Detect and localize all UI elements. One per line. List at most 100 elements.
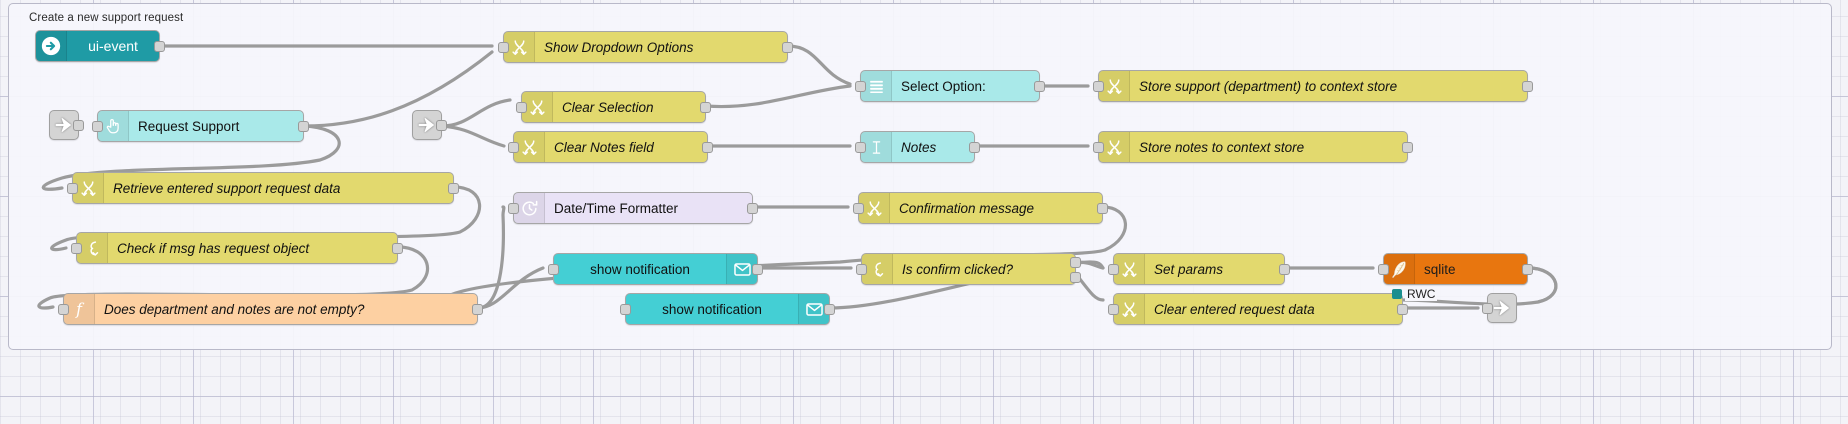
change-icon (1099, 71, 1130, 101)
link-in-icon (416, 114, 438, 136)
input-port[interactable] (92, 121, 103, 132)
svg-text:f: f (75, 300, 85, 318)
output-port[interactable] (1279, 264, 1290, 275)
output-port[interactable] (700, 102, 711, 113)
output-port[interactable] (392, 243, 403, 254)
node-check-request[interactable]: Check if msg has request object (71, 232, 403, 264)
node-select-option[interactable]: Select Option: (855, 70, 1045, 102)
arrow-right-circle-icon (36, 31, 67, 61)
node-link-out-1[interactable] (1482, 293, 1517, 323)
input-port[interactable] (548, 264, 559, 275)
output-port[interactable] (747, 203, 758, 214)
node-label: Clear Notes field (554, 139, 654, 155)
output-port[interactable] (1070, 272, 1081, 283)
node-clear-notes[interactable]: Clear Notes field (508, 131, 713, 163)
input-port[interactable] (67, 183, 78, 194)
node-notes[interactable]: Notes (855, 131, 980, 163)
node-link-in-2[interactable] (412, 110, 447, 140)
output-port[interactable] (73, 120, 84, 131)
node-label: sqlite (1424, 261, 1456, 277)
node-clear-selection[interactable]: Clear Selection (516, 91, 711, 123)
input-port[interactable] (1108, 304, 1119, 315)
node-show-dropdown[interactable]: Show Dropdown Options (498, 31, 793, 63)
node-confirm-message[interactable]: Confirmation message (853, 192, 1108, 224)
input-port[interactable] (856, 264, 867, 275)
function-icon: f (64, 294, 95, 324)
node-link-in-1[interactable] (49, 110, 84, 140)
input-port[interactable] (1482, 303, 1493, 314)
node-label: Check if msg has request object (117, 240, 310, 256)
status-dot-icon (1392, 289, 1402, 299)
output-port[interactable] (1397, 304, 1408, 315)
input-port[interactable] (855, 81, 866, 92)
output-port[interactable] (1402, 142, 1413, 153)
output-port[interactable] (1522, 81, 1533, 92)
node-set-params[interactable]: Set params (1108, 253, 1290, 285)
output-port[interactable] (824, 304, 835, 315)
node-label: Clear Selection (562, 99, 654, 115)
node-label: Confirmation message (899, 200, 1035, 216)
node-store-notes[interactable]: Store notes to context store (1093, 131, 1413, 163)
change-icon (73, 173, 104, 203)
input-port[interactable] (855, 142, 866, 153)
node-status-sqlite: RWC (1392, 287, 1438, 301)
output-port[interactable] (436, 120, 447, 131)
input-port[interactable] (620, 304, 631, 315)
node-label: Clear entered request data (1154, 301, 1315, 317)
output-port[interactable] (298, 121, 309, 132)
node-label: Select Option: (901, 78, 986, 94)
output-port[interactable] (1070, 257, 1081, 268)
output-port[interactable] (154, 41, 165, 52)
input-port[interactable] (1108, 264, 1119, 275)
input-port[interactable] (1093, 142, 1104, 153)
input-port[interactable] (853, 203, 864, 214)
switch-icon (862, 254, 893, 284)
link-out-icon (1491, 297, 1513, 319)
node-label: Store support (department) to context st… (1139, 78, 1398, 94)
node-dept-notes-fn[interactable]: f Does department and notes are not empty… (58, 293, 483, 325)
input-port[interactable] (508, 142, 519, 153)
feather-icon (1384, 254, 1415, 284)
status-text: RWC (1405, 287, 1438, 301)
input-port[interactable] (71, 243, 82, 254)
input-port[interactable] (1378, 264, 1389, 275)
node-label: Notes (901, 139, 937, 155)
node-label: Is confirm clicked? (902, 261, 1014, 277)
node-label: Date/Time Formatter (554, 200, 679, 216)
node-label: Show Dropdown Options (544, 39, 694, 55)
output-port[interactable] (782, 42, 793, 53)
output-port[interactable] (752, 264, 763, 275)
output-port[interactable] (1522, 264, 1533, 275)
node-show-notif-2[interactable]: show notification (620, 293, 835, 325)
node-is-confirm[interactable]: Is confirm clicked? (856, 253, 1081, 285)
change-icon (514, 132, 545, 162)
change-icon (1099, 132, 1130, 162)
node-date-formatter[interactable]: Date/Time Formatter (508, 192, 758, 224)
output-port[interactable] (472, 304, 483, 315)
output-port[interactable] (448, 183, 459, 194)
output-port[interactable] (1034, 81, 1045, 92)
output-port[interactable] (969, 142, 980, 153)
input-port[interactable] (516, 102, 527, 113)
node-retrieve-data[interactable]: Retrieve entered support request data (67, 172, 459, 204)
node-request-support[interactable]: Request Support (92, 110, 309, 142)
output-port[interactable] (702, 142, 713, 153)
node-clear-request[interactable]: Clear entered request data (1108, 293, 1408, 325)
input-port[interactable] (508, 203, 519, 214)
node-ui-event[interactable]: ui-event (35, 30, 165, 62)
hand-pointer-icon (98, 111, 129, 141)
node-sqlite[interactable]: sqlite (1378, 253, 1533, 285)
change-icon (1114, 254, 1145, 284)
node-show-notif-1[interactable]: show notification (548, 253, 763, 285)
input-port[interactable] (1093, 81, 1104, 92)
node-store-support[interactable]: Store support (department) to context st… (1093, 70, 1533, 102)
output-port[interactable] (1097, 203, 1108, 214)
switch-icon (77, 233, 108, 263)
node-label: show notification (590, 261, 690, 277)
link-in-icon (53, 114, 75, 136)
envelope-icon (798, 294, 829, 324)
node-label: Does department and notes are not empty? (104, 301, 365, 317)
input-port[interactable] (58, 304, 69, 315)
input-port[interactable] (498, 42, 509, 53)
